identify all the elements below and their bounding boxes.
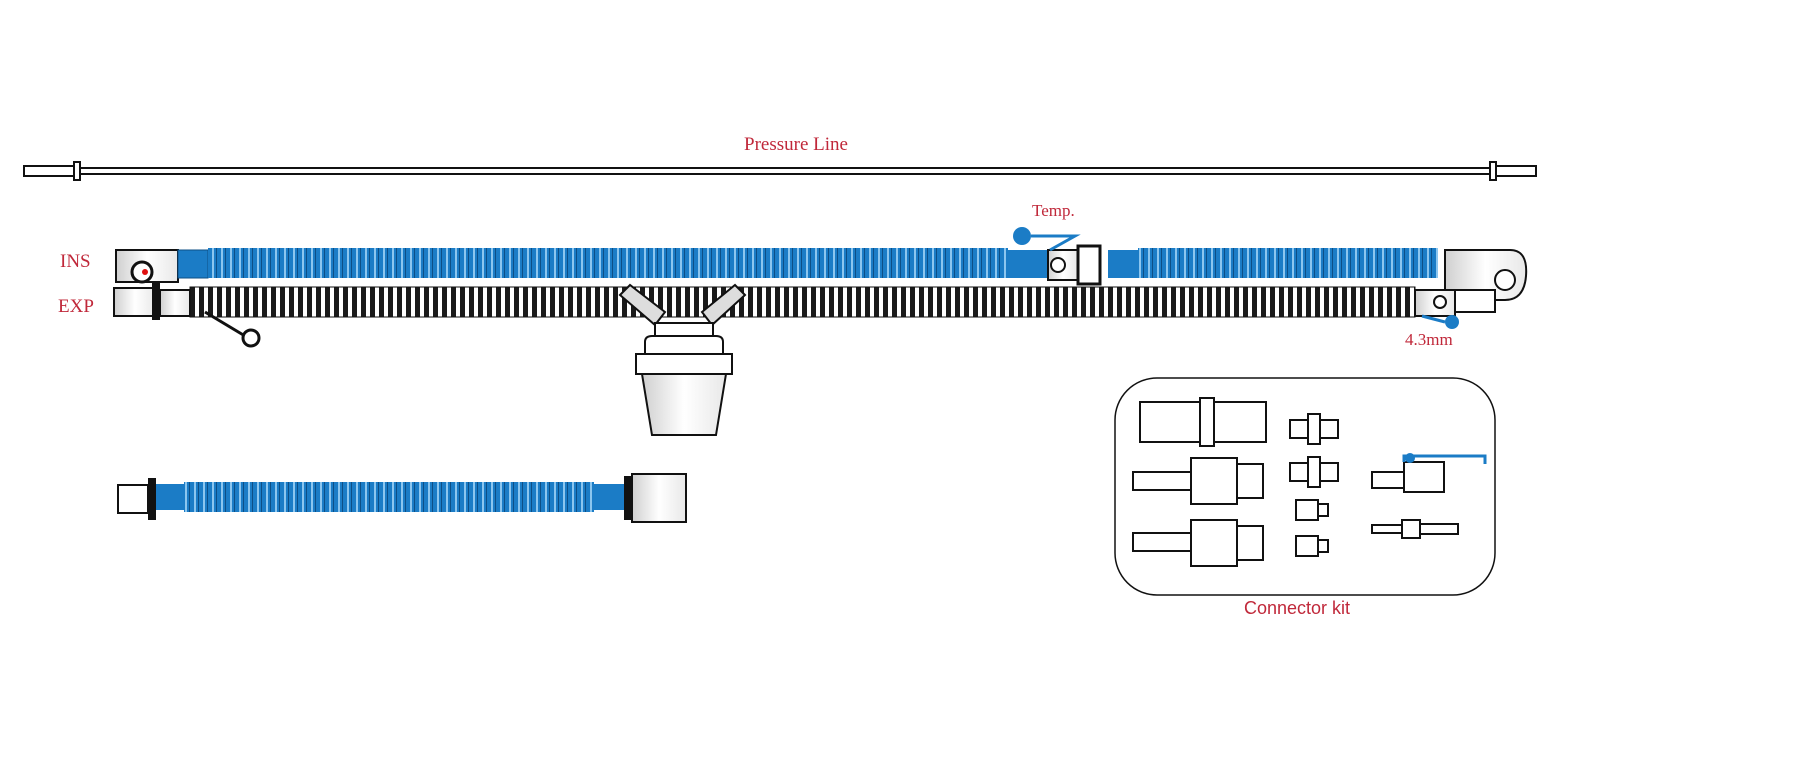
extension-tube [117,473,687,523]
connector-kit-box [1114,377,1496,596]
port-size-label: 4.3mm [1405,330,1453,349]
expiratory-limb [113,260,1496,348]
temp-label: Temp. [1032,201,1075,220]
exp-label: EXP [58,296,94,317]
pressure-line [23,161,1537,181]
ins-label: INS [60,251,91,272]
water-trap [618,283,747,436]
connector-kit-label: Connector kit [1244,598,1351,618]
pressure-line-label: Pressure Line [744,134,848,155]
temp-probe-port-icon [1013,227,1081,252]
